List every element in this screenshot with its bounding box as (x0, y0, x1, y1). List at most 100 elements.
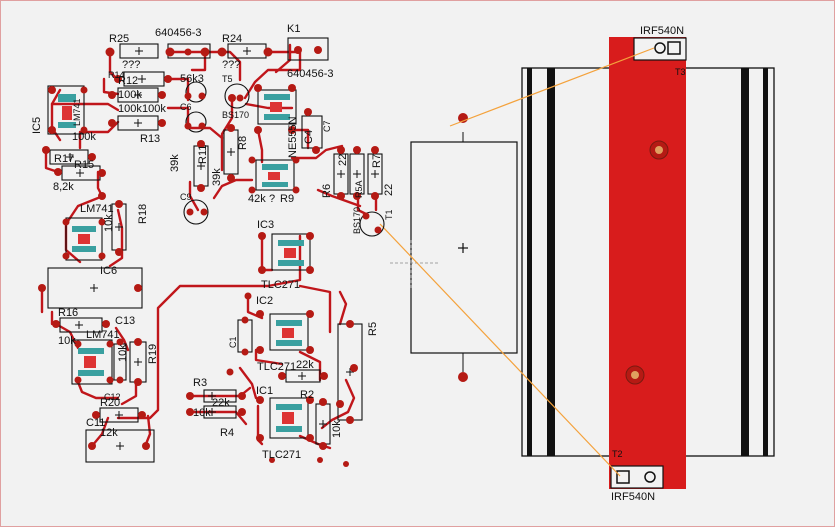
ne555-pads (264, 94, 290, 120)
heatsink-fin (741, 68, 749, 456)
label-22-b: 22 (383, 184, 395, 196)
airwires (379, 47, 655, 477)
label-100k-b: 100k (118, 103, 142, 115)
solder-pads (38, 46, 382, 467)
label-100k-a: 100k (118, 89, 142, 101)
t5-body (224, 83, 250, 109)
heatsink-area[interactable]: IRF540N T3 IRF540N T2 (521, 25, 775, 503)
label-10k-a: 10k (103, 214, 115, 232)
silkscreen-labels: R25 640456-3 R24 K1 ??? ??? R12 R14 100k… (31, 23, 395, 461)
label-lm741-mid: LM741 (80, 203, 114, 215)
label-22-a: 22 (337, 154, 349, 166)
label-r13: R13 (140, 133, 160, 145)
t2-pad[interactable] (644, 471, 656, 483)
t3-ref-label: T3 (675, 67, 686, 77)
heatsink-fin (527, 68, 532, 456)
ic6-pads (72, 226, 96, 252)
airwire (379, 223, 621, 477)
label-640456-right: 640456-3 (287, 68, 334, 80)
label-100k-d: 100k (72, 131, 96, 143)
label-100k-c: 100k (142, 103, 166, 115)
label-22k-b: 22k (212, 397, 230, 409)
label-c6: C6 (180, 102, 192, 112)
label-r2: R2 (300, 389, 314, 401)
label-r11: R11 (197, 145, 209, 164)
r4-body (203, 405, 237, 419)
ic3-pads (278, 240, 304, 266)
label-39k-a: 39k (169, 154, 181, 172)
c9-body (183, 199, 209, 225)
heatsink-copper-strip (609, 37, 686, 489)
label-q1: ??? (122, 59, 140, 71)
label-bs170-b: BS170 (352, 207, 362, 234)
plus-marks (66, 47, 379, 450)
ic5-body (47, 85, 85, 135)
label-22k-a: 22k (296, 359, 314, 371)
label-r8: R8 (237, 136, 249, 150)
heatsink-fin (547, 68, 555, 456)
t3-pad[interactable] (654, 42, 666, 54)
ic-ne555-lower (255, 159, 295, 191)
c4-body (301, 115, 323, 149)
t3-part-label: IRF540N (640, 25, 684, 37)
label-10k-e: 10k (331, 420, 343, 438)
t2-pad[interactable] (616, 470, 630, 484)
label-r17: R17 (54, 153, 74, 165)
label-tlc271-b: TLC271 (257, 361, 296, 373)
lm741-low-pads (78, 348, 104, 376)
label-bs170-a: BS170 (222, 110, 249, 120)
capacitor-pad[interactable] (458, 372, 468, 382)
label-ic1: IC1 (256, 385, 273, 397)
large-capacitor[interactable] (390, 113, 518, 382)
label-c1: C1 (228, 336, 238, 348)
label-tlc271-c: TLC271 (262, 449, 301, 461)
t3-pad[interactable] (667, 41, 681, 55)
label-c4: C4 (303, 130, 315, 144)
ic1-pads (276, 404, 302, 432)
t2-part-label: IRF540N (611, 491, 655, 503)
label-r5: R5 (367, 322, 379, 336)
label-r12: R12 (118, 75, 138, 87)
t2-ref-label: T2 (612, 449, 623, 459)
label-r18: R18 (137, 204, 149, 224)
label-r19: R19 (147, 344, 159, 364)
label-t5: T5 (222, 74, 233, 84)
label-r4: R4 (220, 427, 234, 439)
label-r7: R7 (371, 154, 383, 168)
ic-footprints (58, 94, 304, 432)
ic5-pads (58, 94, 76, 128)
label-c13: C13 (115, 315, 135, 327)
label-ic6: IC6 (100, 265, 117, 277)
ne555b-pads (262, 164, 288, 187)
r25-body (119, 43, 159, 59)
r3-body (203, 389, 237, 403)
heatsink-fin (763, 68, 768, 456)
label-c9: C9 (180, 192, 192, 202)
label-r20: R20 (100, 397, 120, 409)
label-12k: 12k (100, 427, 118, 439)
ic3-body (271, 233, 311, 271)
label-lm741-low: LM741 (86, 329, 120, 341)
label-10k-c: 10k (117, 344, 129, 362)
t1-body (359, 211, 385, 237)
transistor-t2[interactable]: IRF540N T2 (610, 449, 664, 503)
c6-body (185, 81, 207, 103)
c1-body (237, 319, 253, 353)
label-q2: ??? (222, 59, 240, 71)
label-c12: C12 (104, 392, 121, 402)
ic1-body (269, 397, 309, 439)
label-c7: C7 (322, 120, 332, 132)
label-640456-top: 640456-3 (155, 27, 202, 39)
transistor-t3[interactable]: IRF540N T3 (633, 25, 687, 77)
label-ne555: NE555N (287, 116, 299, 158)
label-r9: R9 (280, 193, 294, 205)
label-r3: R3 (193, 377, 207, 389)
label-k1: K1 (287, 23, 300, 35)
label-42k: 42k (248, 193, 266, 205)
r16-body (59, 317, 103, 333)
label-r25: R25 (109, 33, 129, 45)
label-ic2: IC2 (256, 295, 273, 307)
label-39k-b: 39k (211, 168, 223, 186)
ic6-opamp-body (65, 217, 103, 261)
